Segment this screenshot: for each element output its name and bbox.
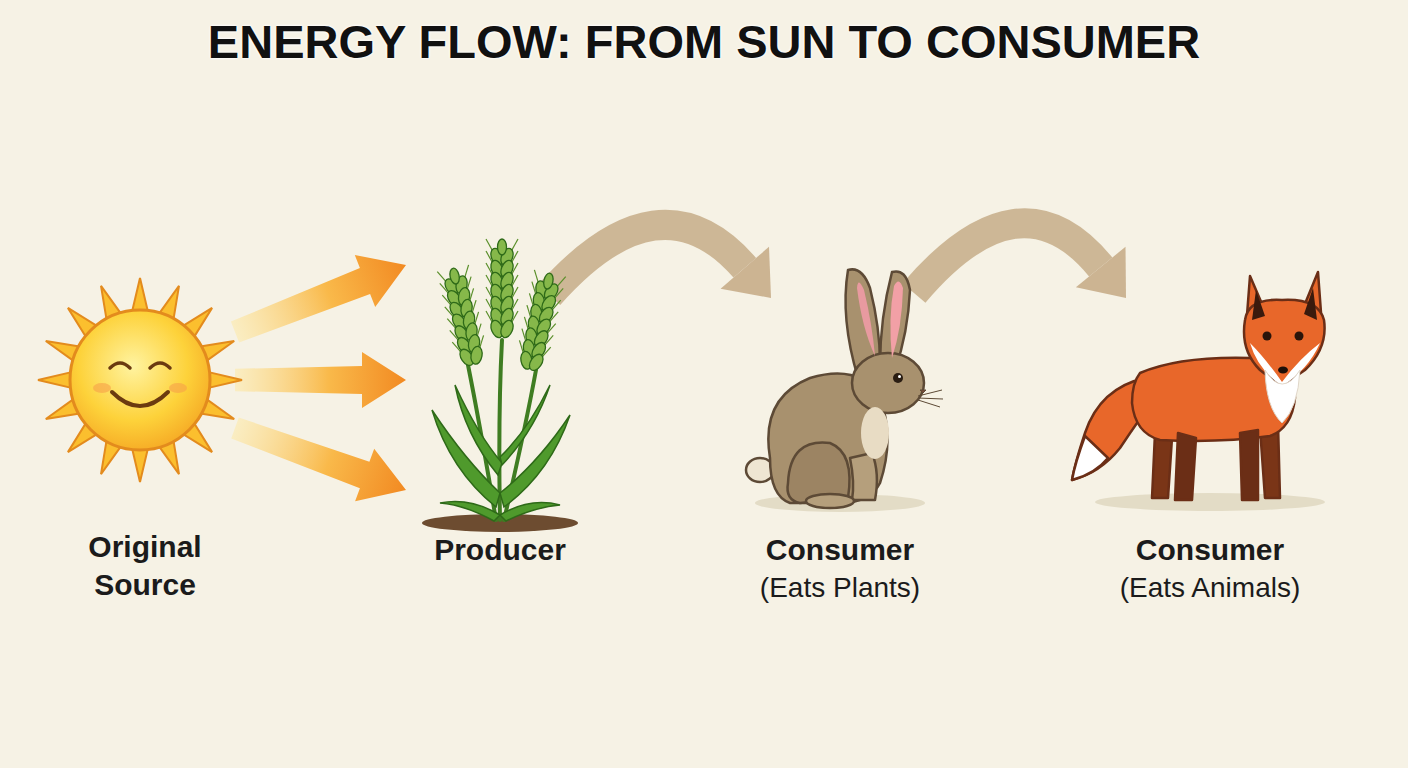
node-title: Consumer	[726, 531, 954, 569]
node-title: Producer	[406, 531, 594, 569]
node-label: Consumer(Eats Plants)	[726, 531, 954, 607]
fox-eye	[1295, 332, 1304, 341]
rabbit-illustration	[730, 258, 950, 518]
diagram-title: ENERGY FLOW: FROM SUN TO CONSUMER	[0, 14, 1408, 69]
wheat-illustration	[410, 235, 590, 535]
rabbit-eye	[893, 373, 903, 383]
fox-inner-ear	[1252, 290, 1265, 320]
node-label: Original Source	[30, 528, 260, 604]
shadow	[1095, 493, 1325, 511]
sun-eye	[110, 363, 130, 368]
node-label: Producer	[406, 531, 594, 569]
node-subtitle: (Eats Animals)	[1056, 569, 1364, 607]
fox-nose	[1278, 367, 1288, 374]
energy-arrow	[914, 223, 1126, 298]
fox-inner-ear	[1304, 288, 1317, 320]
rabbit-inner-ear	[890, 281, 903, 358]
fox-tail-tip	[1072, 436, 1108, 480]
node-subtitle: (Eats Plants)	[726, 569, 954, 607]
fox-eye	[1263, 332, 1272, 341]
fox-leg	[1240, 430, 1258, 500]
sun-cheek	[169, 383, 187, 393]
source-node: Original Source	[30, 270, 260, 605]
rabbit-whiskers	[918, 390, 943, 407]
node-title: Consumer	[1056, 531, 1364, 569]
rabbit-foot	[806, 494, 854, 508]
sun-eye	[150, 363, 170, 368]
rabbit-head	[852, 353, 924, 413]
fox-leg	[1152, 433, 1172, 498]
energy-arrow	[549, 225, 771, 298]
sun-illustration	[30, 270, 260, 500]
rabbit-inner-ear	[857, 282, 875, 356]
sun-cheek	[93, 383, 111, 393]
fox-chest	[1265, 370, 1300, 423]
fox-leg	[1175, 433, 1196, 500]
node-title: Original Source	[60, 528, 230, 604]
producer-node: Producer	[406, 235, 594, 575]
node-label: Consumer(Eats Animals)	[1056, 531, 1364, 607]
consumer-node: Consumer(Eats Animals)	[1056, 298, 1364, 608]
sun-rays	[38, 278, 242, 482]
sun-smile	[112, 392, 168, 406]
fox-cheeks	[1250, 343, 1320, 386]
sunlight-arrows	[231, 255, 406, 501]
consumer-node: Consumer(Eats Plants)	[726, 298, 954, 608]
rabbit-belly	[861, 407, 889, 459]
wheat-leaves	[432, 385, 570, 521]
sun-disc	[70, 310, 210, 450]
rabbit-foreleg	[850, 453, 877, 500]
rabbit-nose	[920, 390, 926, 393]
fox-illustration	[1060, 258, 1360, 518]
